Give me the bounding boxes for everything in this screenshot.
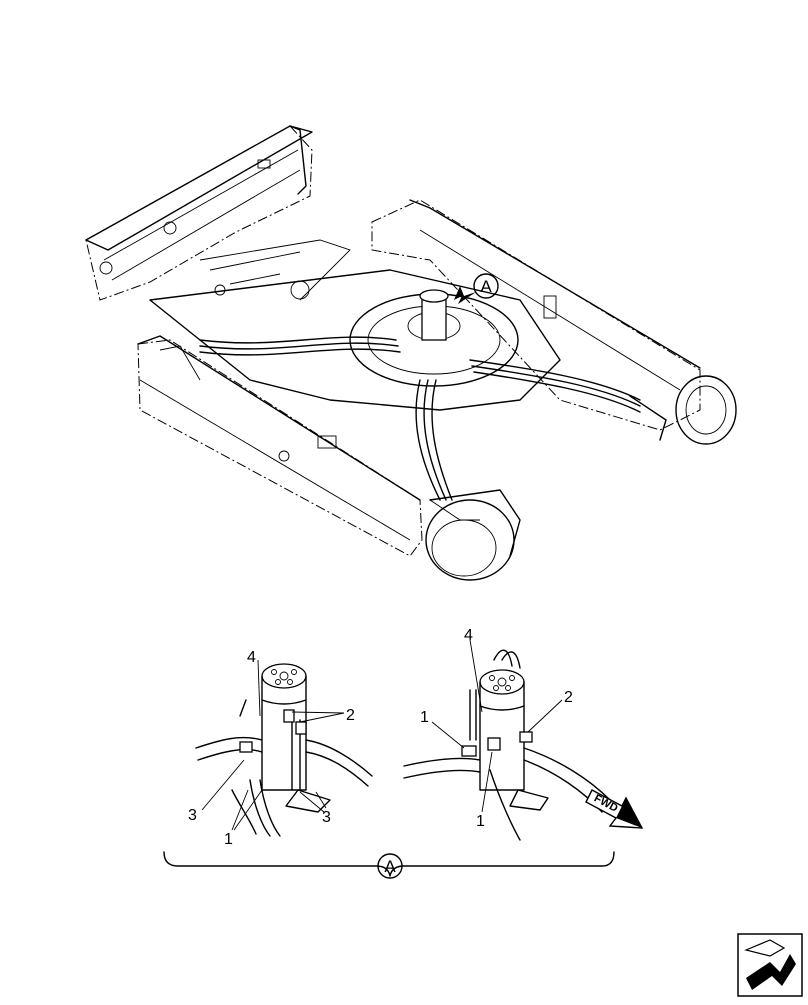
detail-brace: A bbox=[163, 851, 615, 879]
callout-right-1a: 1 bbox=[420, 709, 429, 726]
callout-left-3a: 3 bbox=[188, 807, 197, 824]
detail-label: A bbox=[384, 857, 396, 876]
callout-left-1: 1 bbox=[224, 831, 233, 848]
fwd-arrow-icon: FWD bbox=[585, 789, 644, 829]
callout-right-2: 2 bbox=[564, 689, 573, 706]
callout-right-4: 4 bbox=[464, 627, 473, 644]
undercarriage-frame: A bbox=[85, 125, 737, 581]
callout-left-2: 2 bbox=[346, 707, 355, 724]
callout-left-4: 4 bbox=[247, 649, 256, 666]
callout-right-1b: 1 bbox=[476, 813, 485, 830]
detail-view-right: 4 1 2 1 FWD bbox=[403, 627, 644, 841]
next-page-arrow-icon[interactable] bbox=[737, 933, 803, 997]
callout-left-3b: 3 bbox=[322, 809, 331, 826]
detail-view-left: 4 2 3 3 1 bbox=[188, 649, 373, 848]
detail-marker: A bbox=[480, 277, 492, 296]
detail-arrow-icon bbox=[454, 286, 476, 304]
